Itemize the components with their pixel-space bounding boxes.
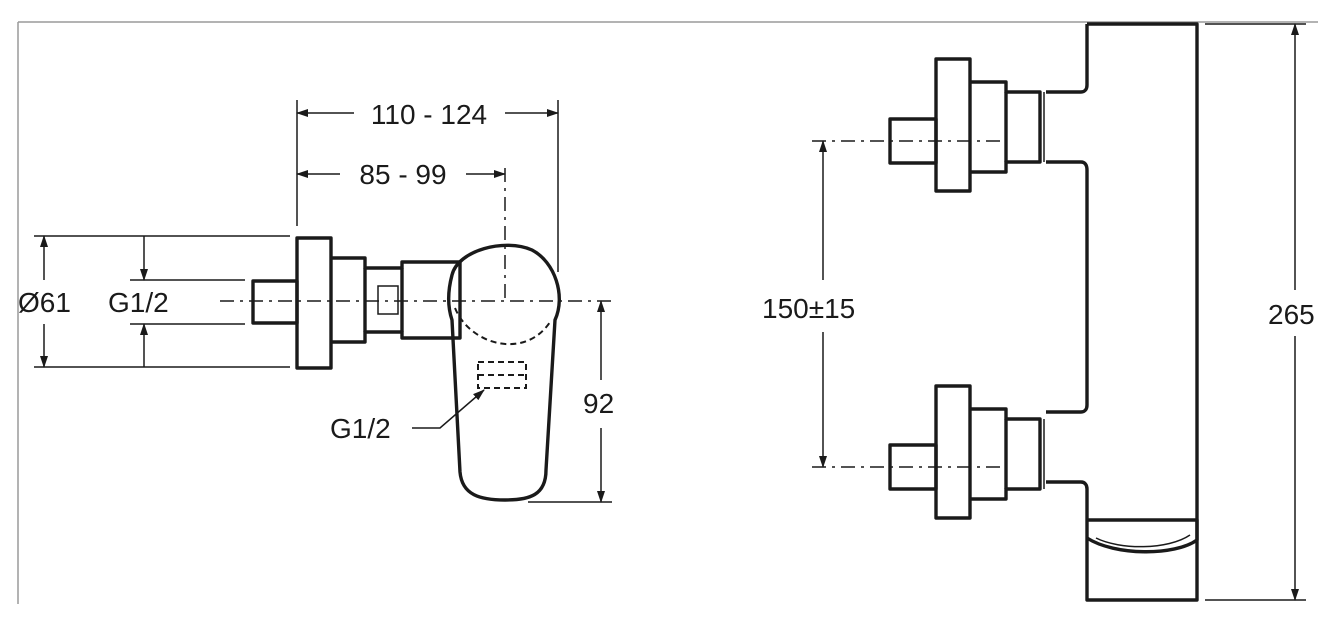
label-outlet-thread: G1/2 <box>330 413 391 444</box>
hidden-cartridge <box>454 307 551 346</box>
outlet-leader <box>412 389 485 429</box>
mixer-body <box>1046 22 1199 602</box>
mixer-bottom-grip <box>1086 518 1199 554</box>
lower-inlet <box>888 384 1045 520</box>
label-inlet-spacing: 150±15 <box>762 293 855 324</box>
internal-connector <box>377 285 399 315</box>
drawing-frame <box>17 21 1318 604</box>
inlet-nipple <box>251 279 299 325</box>
wall-rosette <box>295 236 333 370</box>
label-total-height: 265 <box>1268 299 1315 330</box>
label-width-body: 85 - 99 <box>359 159 446 190</box>
label-rosette-diameter: Ø61 <box>18 287 71 318</box>
side-view <box>34 100 612 503</box>
label-inlet-thread: G1/2 <box>108 287 169 318</box>
valve-body <box>331 256 462 344</box>
label-lever-drop: 92 <box>583 388 614 419</box>
label-width-overall: 110 - 124 <box>371 99 487 130</box>
lever-handle <box>446 243 561 502</box>
front-view <box>812 22 1306 602</box>
upper-inlet <box>888 57 1045 193</box>
